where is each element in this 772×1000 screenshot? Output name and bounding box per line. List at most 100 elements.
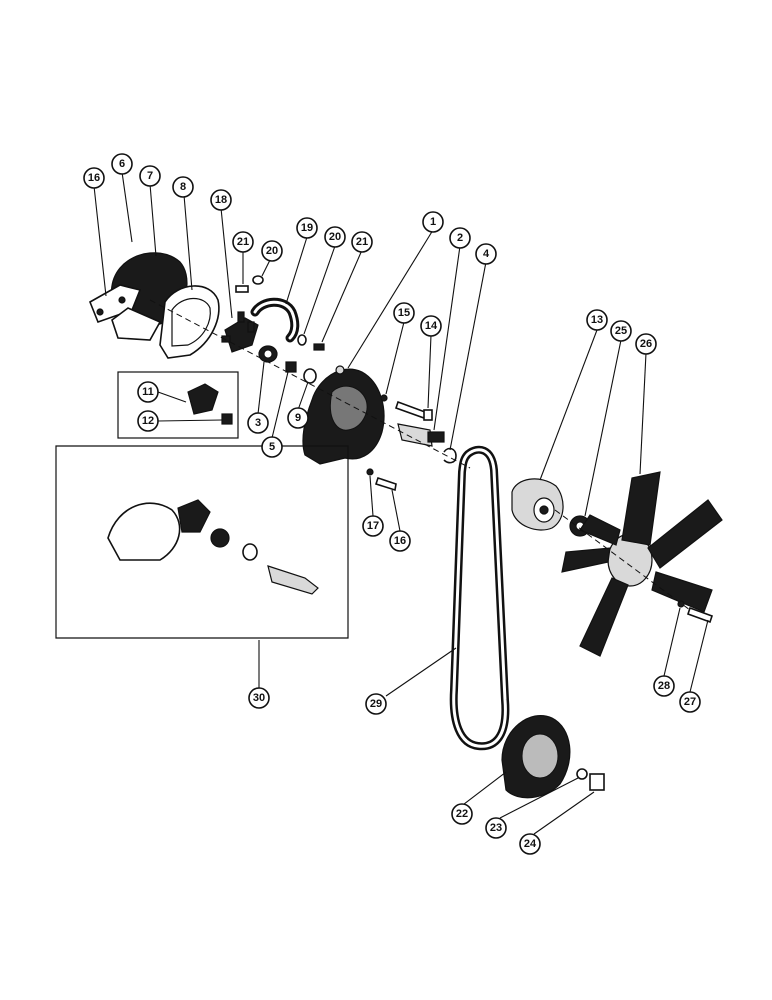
svg-text:12: 12: [142, 415, 154, 427]
callout-20: 20: [261, 240, 283, 262]
svg-text:21: 21: [356, 236, 368, 248]
part-13-pulley: [511, 478, 564, 531]
callout-14: 14: [420, 315, 442, 337]
svg-text:29: 29: [370, 698, 382, 710]
callout-15: 15: [393, 302, 415, 324]
part-26-fan: [561, 471, 723, 657]
part-20-seal: [297, 334, 307, 346]
part-11-impeller-alt: [187, 383, 219, 415]
part-16-bracket: [88, 284, 142, 324]
parts-layer: [55, 252, 723, 799]
part-16-bolt: [374, 476, 397, 492]
part-19-hose: [250, 297, 300, 343]
part-1-pump-cover: [302, 365, 385, 465]
callout-2: 2: [449, 227, 471, 249]
part-8-gasket: [159, 285, 220, 359]
svg-text:24: 24: [524, 838, 537, 850]
callout-9: 9: [287, 407, 309, 429]
svg-text:18: 18: [215, 194, 227, 206]
callout-18: 18: [210, 189, 232, 211]
callout-16: 16: [389, 530, 411, 552]
svg-text:30: 30: [253, 692, 265, 704]
svg-text:1: 1: [430, 216, 436, 228]
svg-text:27: 27: [684, 696, 696, 708]
callouts: 16 6 7 8 18 21 20 19 20 21 1 2 4 15 14 1…: [83, 153, 701, 855]
svg-text:26: 26: [640, 338, 652, 350]
leader-lines: [93, 171, 709, 835]
part-22-crank-pulley: [501, 715, 571, 799]
part-gasket-rear: [111, 307, 162, 341]
callout-30: 30: [248, 687, 270, 709]
svg-text:19: 19: [301, 222, 313, 234]
part-2-shaft: [397, 423, 445, 447]
callout-12: 12: [137, 410, 159, 432]
part-29-belt: [449, 445, 510, 751]
callout-11: 11: [137, 381, 159, 403]
svg-text:7: 7: [147, 170, 153, 182]
part-21-dowel: [235, 285, 249, 293]
callout-7: 7: [139, 165, 161, 187]
svg-text:8: 8: [180, 181, 186, 193]
part-5-slinger: [285, 361, 297, 373]
inset-box-impeller-detail: [117, 371, 239, 439]
callout-25: 25: [610, 320, 632, 342]
svg-text:6: 6: [119, 158, 125, 170]
callout-5: 5: [261, 436, 283, 458]
callout-19: 19: [296, 217, 318, 239]
svg-text:3: 3: [255, 417, 261, 429]
callout-13: 13: [586, 309, 608, 331]
svg-text:16: 16: [394, 535, 406, 547]
part-3-seal: [258, 345, 278, 363]
inset-box-kit-30: [55, 445, 349, 639]
svg-text:5: 5: [269, 441, 275, 453]
svg-text:13: 13: [591, 314, 603, 326]
svg-text:23: 23: [490, 822, 502, 834]
callout-27: 27: [679, 691, 701, 713]
part-27-bolt: [686, 606, 714, 624]
svg-text:25: 25: [615, 325, 627, 337]
callout-21: 21: [232, 231, 254, 253]
callout-21: 21: [351, 231, 373, 253]
part-15-washer: [380, 394, 388, 402]
callout-24: 24: [519, 833, 541, 855]
part-12-seal-alt: [221, 413, 233, 425]
svg-text:9: 9: [295, 412, 301, 424]
callout-16: 16: [83, 167, 105, 189]
fan-axis-line: [554, 509, 691, 611]
svg-text:21: 21: [237, 236, 249, 248]
part-20-ring: [252, 275, 264, 285]
svg-text:14: 14: [425, 320, 438, 332]
assembly-axis-line: [149, 299, 471, 469]
callout-4: 4: [475, 243, 497, 265]
callout-29: 29: [365, 693, 387, 715]
svg-text:11: 11: [142, 386, 154, 398]
callout-17: 17: [362, 515, 384, 537]
svg-text:22: 22: [456, 808, 468, 820]
part-9-snap-ring: [303, 368, 317, 384]
callout-1: 1: [422, 211, 444, 233]
svg-text:20: 20: [329, 231, 341, 243]
callout-28: 28: [653, 675, 675, 697]
callout-8: 8: [172, 176, 194, 198]
svg-text:16: 16: [88, 172, 100, 184]
callout-3: 3: [247, 412, 269, 434]
part-14-bolt: [394, 400, 433, 421]
callout-6: 6: [111, 153, 133, 175]
part-18-impeller: [221, 311, 259, 353]
callout-20: 20: [324, 226, 346, 248]
part-17-washer: [366, 468, 374, 476]
svg-text:17: 17: [367, 520, 379, 532]
callout-23: 23: [485, 817, 507, 839]
part-4-snap-ring: [443, 447, 457, 464]
svg-text:20: 20: [266, 245, 278, 257]
part-24-bolt: [589, 773, 605, 791]
svg-text:15: 15: [398, 307, 410, 319]
part-21-pin: [313, 343, 325, 351]
svg-text:2: 2: [457, 232, 463, 244]
svg-text:4: 4: [483, 248, 490, 260]
part-23-washer: [576, 768, 588, 780]
kit-30-parts: [107, 499, 319, 595]
callout-26: 26: [635, 333, 657, 355]
callout-22: 22: [451, 803, 473, 825]
